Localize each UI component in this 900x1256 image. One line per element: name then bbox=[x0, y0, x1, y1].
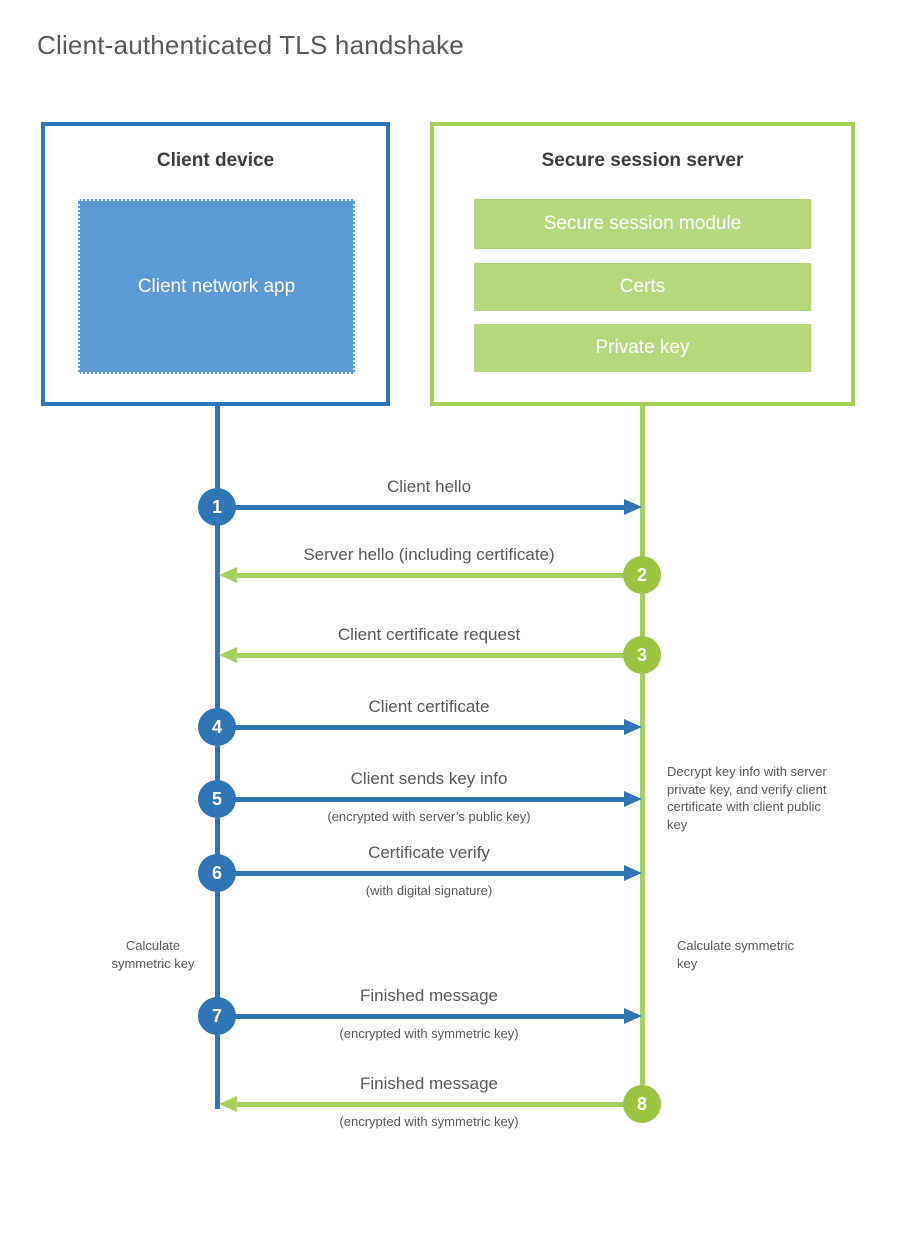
message-sublabel: (encrypted with symmetric key) bbox=[339, 1114, 519, 1129]
message-arrow-line bbox=[236, 573, 642, 578]
message-arrow-line bbox=[217, 797, 626, 802]
secure-session-server-title: Secure session server bbox=[541, 150, 744, 171]
message-sublabel: (with digital signature) bbox=[365, 883, 493, 898]
server-module-private-key: Private key bbox=[474, 324, 811, 372]
server-module-certs: Certs bbox=[474, 263, 811, 311]
message-step-number-badge: 4 bbox=[198, 708, 236, 746]
server-lifeline bbox=[640, 406, 645, 1104]
message-label: Client certificate bbox=[368, 697, 490, 716]
message-arrowhead-icon bbox=[624, 791, 642, 807]
message-label: Finished message bbox=[360, 1074, 498, 1093]
message-step-number-badge: 2 bbox=[623, 556, 661, 594]
decrypt-note: Decrypt key info with server private key… bbox=[667, 764, 827, 832]
message-arrow-line bbox=[217, 1014, 626, 1019]
message-step-number-badge: 5 bbox=[198, 780, 236, 818]
message-arrow-line bbox=[236, 653, 642, 658]
message-arrow-line bbox=[236, 1102, 642, 1107]
message-label: Client sends key info bbox=[350, 769, 508, 788]
message-step-number-badge: 1 bbox=[198, 488, 236, 526]
client-network-app-label: Client network app bbox=[137, 275, 296, 297]
message-arrow-line bbox=[217, 505, 626, 510]
message-step-number-badge: 7 bbox=[198, 997, 236, 1035]
message-sublabel: (encrypted with server’s public key) bbox=[327, 809, 531, 824]
message-label: Finished message bbox=[360, 986, 498, 1005]
message-step-number-badge: 6 bbox=[198, 854, 236, 892]
message-arrowhead-icon bbox=[624, 865, 642, 881]
message-arrow-line bbox=[217, 871, 626, 876]
client-network-app-box: Client network app bbox=[78, 199, 355, 374]
message-arrowhead-icon bbox=[624, 499, 642, 515]
message-sublabel: (encrypted with symmetric key) bbox=[339, 1026, 519, 1041]
message-arrowhead-icon bbox=[219, 647, 237, 663]
message-arrowhead-icon bbox=[219, 567, 237, 583]
page-title: Client-authenticated TLS handshake bbox=[37, 30, 464, 60]
message-arrowhead-icon bbox=[219, 1096, 237, 1112]
message-arrow-line bbox=[217, 725, 626, 730]
message-arrowhead-icon bbox=[624, 1008, 642, 1024]
message-label: Client hello bbox=[386, 477, 472, 496]
client-lifeline bbox=[215, 406, 220, 1109]
message-step-number-badge: 3 bbox=[623, 636, 661, 674]
secure-session-server-box: Secure session server Secure session mod… bbox=[430, 122, 855, 406]
message-arrowhead-icon bbox=[624, 719, 642, 735]
client-device-title: Client device bbox=[156, 150, 275, 171]
calculate-symmetric-key-note-server: Calculate symmetric key bbox=[677, 938, 795, 971]
message-label: Server hello (including certificate) bbox=[303, 545, 555, 564]
server-module-secure-session: Secure session module bbox=[474, 199, 811, 249]
message-step-number-badge: 8 bbox=[623, 1085, 661, 1123]
server-module-label: Private key bbox=[595, 337, 690, 358]
message-label: Client certificate request bbox=[337, 625, 521, 644]
server-module-label: Certs bbox=[619, 276, 666, 297]
server-module-label: Secure session module bbox=[543, 213, 742, 234]
calculate-symmetric-key-note-client: Calculate symmetric key bbox=[111, 938, 195, 971]
message-label: Certificate verify bbox=[368, 843, 490, 862]
client-device-box: Client device Client network app bbox=[41, 122, 390, 406]
